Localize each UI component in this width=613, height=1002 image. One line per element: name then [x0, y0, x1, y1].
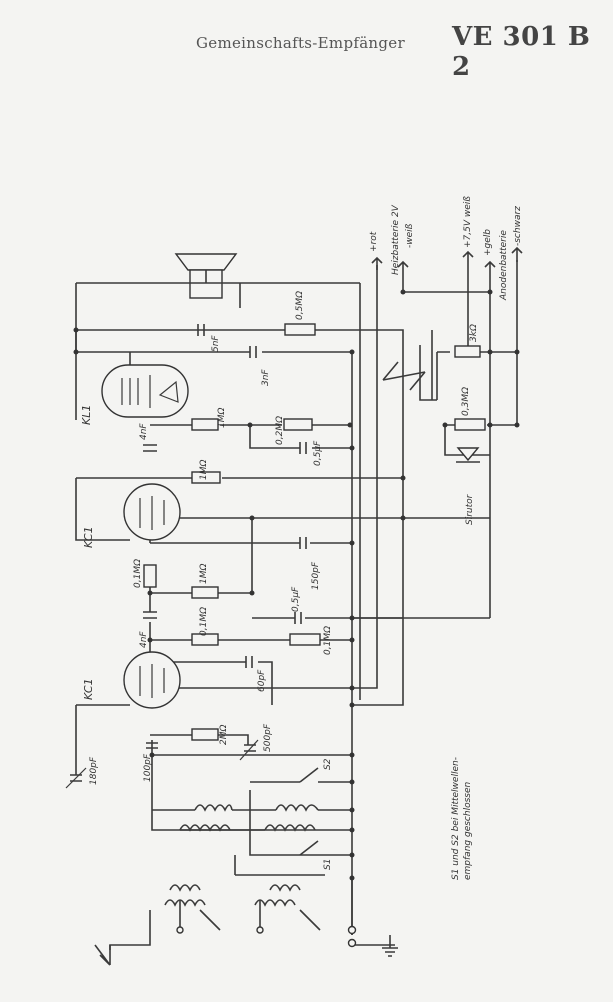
label-terminal-plus-75V: +7,5V weiß	[463, 196, 473, 248]
label-tube-kc1-audio: KC1	[82, 526, 95, 548]
label-sirutor: Sirutor	[465, 493, 475, 525]
junction-dots	[73, 289, 520, 881]
sirutor-diode-icon	[456, 447, 480, 463]
label-terminal-anode-battery: Anodenbatterie	[499, 230, 509, 301]
label-terminal-plus-yellow: +gelb	[483, 229, 493, 256]
capacitors	[65, 324, 307, 789]
label-switch-s1: S1	[323, 859, 333, 870]
label-c-150pF: 150pF	[311, 561, 321, 590]
label-c-4nF-a: 4nF	[139, 423, 149, 440]
label-tube-kl1: KL1	[80, 405, 93, 425]
label-switch-note-1: S1 und S2 bei Mittelwellen-	[451, 757, 461, 880]
label-c-05uF-a: 0,5µF	[313, 440, 323, 466]
label-r-3k: 3kΩ	[469, 324, 479, 342]
label-r-05M: 0,5MΩ	[295, 291, 305, 320]
tube-kc1-detector-icon	[123, 651, 181, 709]
switches	[299, 361, 426, 856]
label-terminal-plus-red: +rot	[369, 231, 379, 252]
label-terminal-minus-black: -schwarz	[513, 206, 523, 246]
label-r-2M: 2MΩ	[219, 725, 229, 745]
label-c-500pF: 500pF	[263, 723, 273, 752]
label-c-60pF: 60pF	[257, 669, 267, 692]
label-switch-s2: S2	[323, 758, 333, 770]
coils	[149, 804, 325, 931]
label-c-3nF: 3nF	[261, 369, 271, 386]
label-tube-kc1-detector: KC1	[82, 678, 95, 700]
label-terminal-minus-white: -weiß	[405, 223, 415, 248]
label-r-1M-c: 1MΩ	[199, 564, 209, 584]
component-labels: KL1 KC1 KC1 0,5MΩ 3kΩ 1MΩ 0,2MΩ 0,3MΩ 1M…	[80, 196, 523, 880]
title-receiver-type: Gemeinschafts-Empfänger	[196, 34, 405, 52]
label-r-01M-a: 0,1MΩ	[133, 559, 143, 588]
label-c-180pF: 180pF	[89, 756, 99, 785]
label-c-100pF: 100pF	[143, 753, 153, 782]
tube-kl1-icon	[101, 364, 189, 418]
label-c-4nF-b: 4nF	[139, 631, 149, 648]
ground-icon	[176, 925, 398, 957]
label-r-1M-b: 1MΩ	[199, 460, 209, 480]
label-c-05uF-b: 0,5µF	[291, 586, 301, 612]
label-r-02M: 0,2MΩ	[275, 416, 285, 445]
terminal-arrows	[94, 246, 523, 966]
label-r-01M-b: 0,1MΩ	[199, 607, 209, 636]
tube-kc1-audio-icon	[123, 483, 181, 541]
label-terminal-heater: Heizbatterie 2V	[391, 204, 401, 275]
page-title: Gemeinschafts-Empfänger VE 301 B 2	[0, 12, 613, 82]
title-model: VE 301 B 2	[452, 22, 591, 82]
label-switch-note-2: empfang geschlossen	[463, 782, 473, 880]
label-c-5nF: 5nF	[211, 335, 221, 352]
resistors	[143, 323, 486, 741]
label-r-1M-a: 1MΩ	[217, 408, 227, 428]
label-r-03M: 0,3MΩ	[461, 387, 471, 416]
label-r-01M-c: 0,1MΩ	[323, 626, 333, 655]
